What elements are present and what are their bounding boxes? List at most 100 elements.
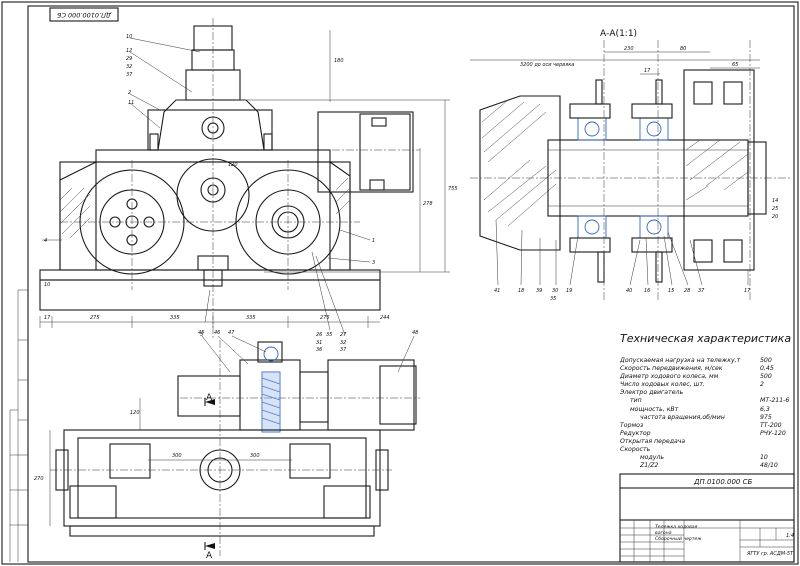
dim-top-5: 244 (380, 315, 390, 321)
spec-row: Открытая передача (620, 438, 796, 446)
callout-main-3: 32 (126, 64, 132, 70)
callout-main-12: 36 (316, 347, 322, 353)
callout-sec-7: 15 (668, 288, 674, 294)
spec-row: Z1/Z2 48/10 (620, 462, 796, 470)
callout-main-5: 2 (128, 90, 131, 96)
spec-row: Электро двигатель (620, 389, 796, 397)
spec-value: 0,45 (760, 365, 774, 373)
callout-plan-3: 48 (412, 330, 418, 336)
spec-label: мощность, кВт (630, 405, 679, 413)
callout-plan-1: 46 (214, 330, 220, 336)
spec-value: 975 (760, 413, 772, 421)
spec-value (760, 438, 796, 446)
callout-sec-6: 16 (644, 288, 650, 294)
spec-row: модуль 10 (620, 454, 796, 462)
callout-plan-2: 47 (228, 330, 235, 336)
worm-gear (261, 346, 281, 433)
plan-view (49, 335, 420, 556)
spec-label: Диаметр ходового колеса, мм (620, 373, 719, 381)
cut-marker-bottom: A (206, 551, 213, 561)
spec-title: Техническая характеристика (620, 332, 792, 345)
spec-value: 6,3 (760, 405, 770, 413)
spec-value: 500 (760, 357, 772, 364)
spec-row: Скорость (620, 446, 796, 454)
spec-value: МТ-211-6 (760, 397, 790, 405)
spec-label: модуль (640, 454, 664, 462)
spec-row: Диаметр ходового колеса, мм 500 (620, 373, 796, 381)
callout-plan-0: 45 (198, 330, 204, 336)
organization: ЯГТУ гр. АСДМ-5Т (747, 551, 794, 557)
spec-label: Скорость (620, 446, 651, 454)
callout-sec-10: 17 (744, 288, 751, 294)
callout-main-16: 32 (340, 340, 346, 346)
section-label: А-А(1:1) (600, 29, 637, 39)
dim-misc-1: 120 (228, 162, 238, 168)
cut-marker-top: A (206, 393, 213, 403)
callout-main-6: 11 (128, 100, 134, 106)
callout-main-10: 5 (200, 332, 203, 338)
dim-sec-1: 80 (680, 46, 686, 52)
spec-value: 10 (760, 454, 768, 462)
dim-sec-0: 230 (624, 46, 634, 52)
callout-main-7: 4 (44, 238, 47, 244)
spec-row: Допускаемая нагрузка на тележку,т 500 (620, 357, 796, 365)
dim-plan-0: 300 (172, 453, 182, 459)
callout-main-13: 35 (326, 332, 332, 338)
spec-label: Допускаемая нагрузка на тележку,т (620, 357, 741, 364)
dim-right-2: 278 (423, 201, 433, 207)
callout-sec-4: 19 (566, 288, 572, 294)
main-view (39, 18, 450, 340)
spec-value: 500 (760, 373, 772, 381)
inner-frame (27, 5, 795, 563)
spec-value (760, 446, 796, 454)
callout-main-17: 37 (340, 347, 347, 353)
callout-main-8: 1 (372, 238, 375, 244)
callout-sec-1: 18 (518, 288, 524, 294)
callout-sec-13: 20 (772, 214, 778, 220)
drawing-title: Тележка ходовая вагона (655, 525, 697, 537)
spec-label: Z1/Z2 (640, 462, 659, 470)
drawing-designation: ДП.0100.000 СБ (694, 478, 753, 486)
spec-value: 48/10 (760, 462, 778, 470)
title-block (619, 473, 795, 563)
dim-top-1: 275 (90, 315, 100, 321)
binding-strip (9, 289, 28, 562)
callout-main-15: 26 (316, 332, 322, 338)
callout-main-11: 31 (316, 340, 322, 346)
spec-value: 2 (760, 381, 764, 389)
dim-sec-3: 17 (644, 68, 651, 74)
callout-main-2: 29 (126, 56, 132, 62)
dim-top-4: 275 (320, 315, 330, 321)
dim-sec-note: 3200 до оси червяка (520, 62, 574, 68)
stamp-box (49, 7, 119, 22)
section-view (470, 40, 790, 300)
callout-sec-3: 30 (552, 288, 558, 294)
stamp-designation: ДП.0100.000 СБ (56, 11, 112, 19)
drawing-title-line-1: Тележка ходовая (655, 525, 698, 530)
spec-row: мощность, кВт 6,3 (620, 406, 796, 414)
dim-top-0: 17 (44, 315, 51, 321)
spec-row: Число ходовых колес, шт.2 (620, 381, 796, 389)
spec-label: Скорость передвижения, м/сек (620, 365, 723, 373)
scale: 1:4 (786, 533, 795, 539)
dim-plan-3: 270 (34, 476, 44, 482)
callout-sec-11: 14 (772, 198, 778, 204)
dim-misc-0: 10 (44, 282, 50, 288)
dim-right-0: 180 (334, 58, 344, 64)
callout-main-4: 37 (126, 72, 133, 78)
dim-plan-1: 300 (250, 453, 260, 459)
spec-label: частота вращения,об/мин (640, 413, 725, 421)
spec-value (760, 389, 796, 397)
callout-sec-9: 37 (698, 288, 705, 294)
spec-label: Редуктор (620, 429, 651, 437)
callout-main-14: 27 (340, 332, 347, 338)
callout-main-1: 12 (126, 48, 132, 54)
callout-sec-8: 28 (684, 288, 690, 294)
dim-top-3: 335 (246, 315, 256, 321)
